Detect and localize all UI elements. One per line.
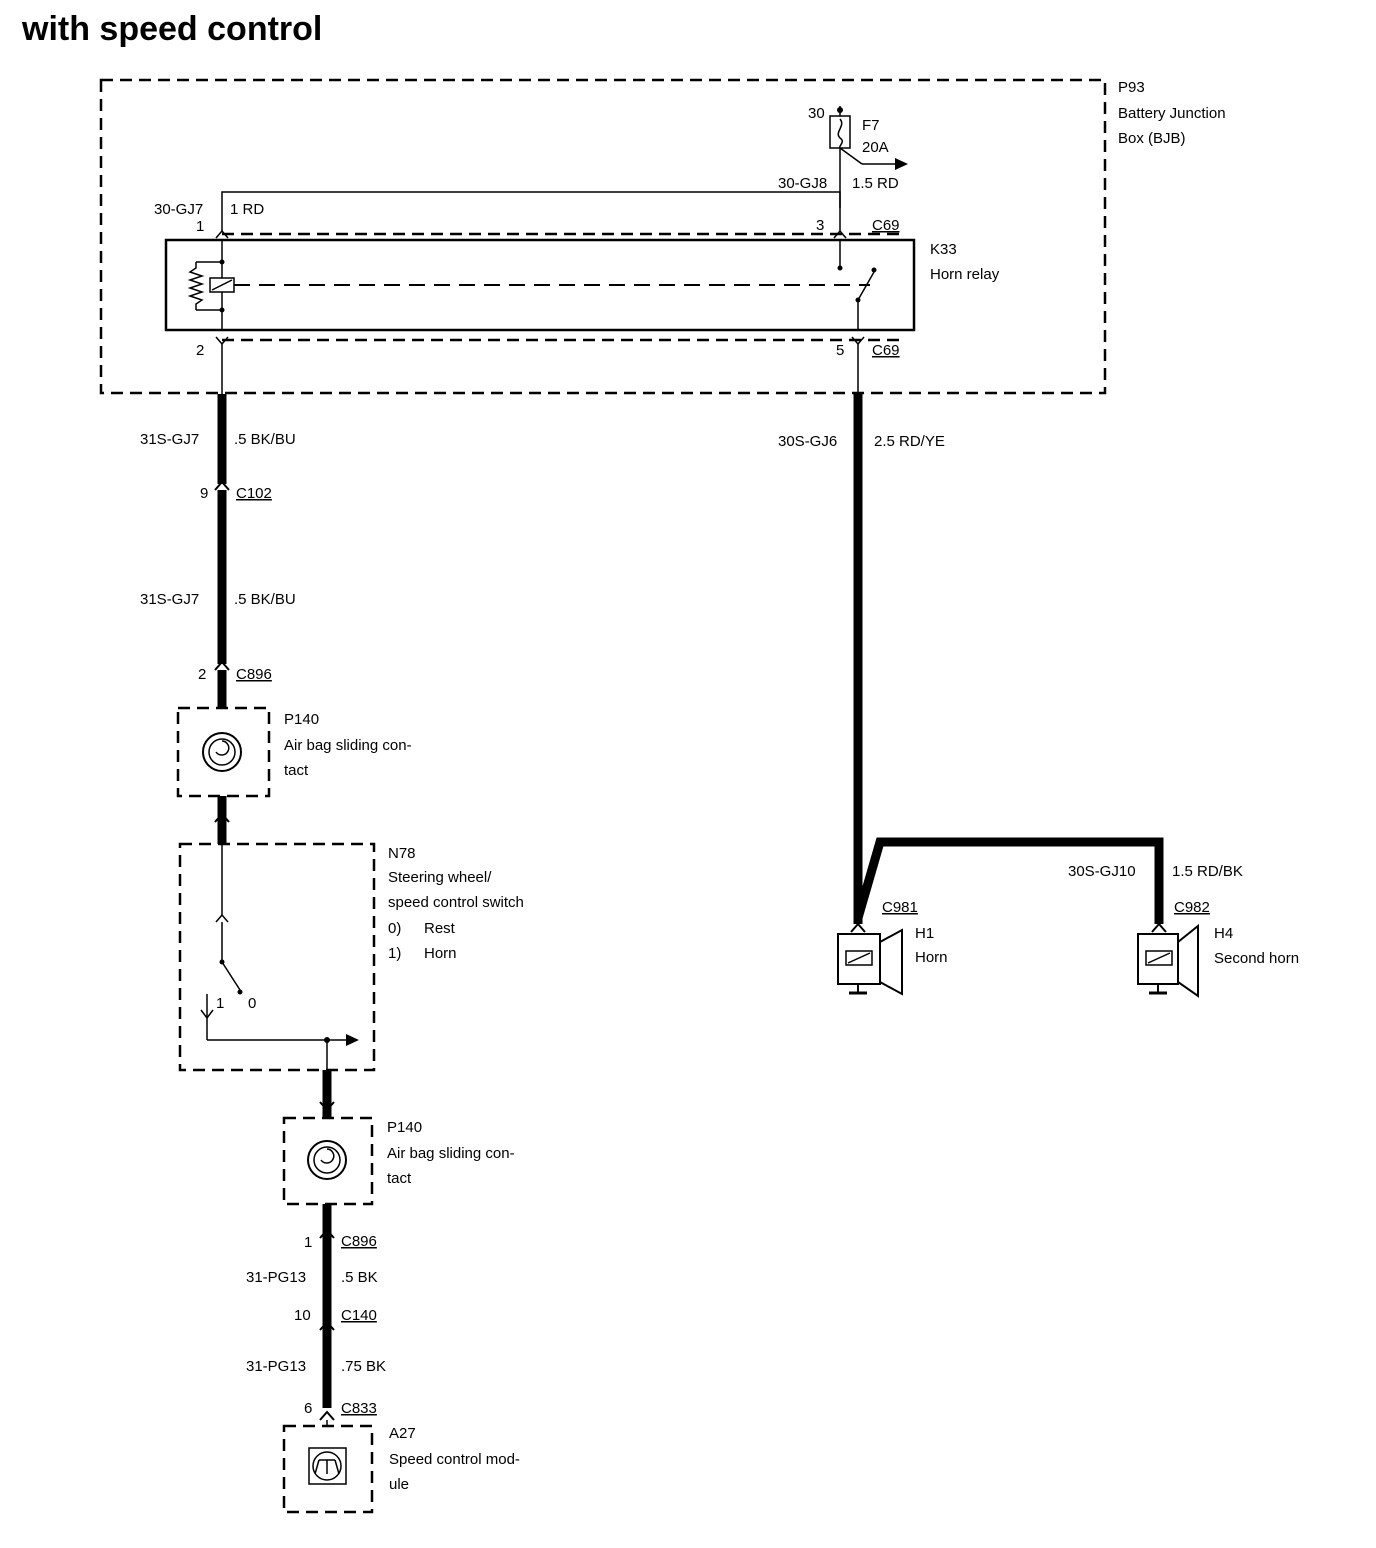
battery-junction-box: P93 Battery Junction Box (BJB): [99, 78, 1226, 395]
wire-30s-gj10: [853, 837, 1164, 924]
c982-label: C982: [1174, 899, 1210, 916]
wire-31s-gj7-id-upper: 31S-GJ7: [140, 431, 199, 448]
wire-gj6-id: 30S-GJ6: [778, 433, 837, 450]
wire-gj7-id: 30-GJ7: [154, 201, 203, 218]
n78-pos1-num: 1): [388, 945, 401, 962]
c140-terminal-icon: [319, 1320, 335, 1331]
p140-n78-terminal-icon: [214, 812, 230, 823]
c833-pin: 6: [304, 1400, 312, 1417]
switch-contact-0: 0: [248, 995, 256, 1012]
relay-conn-top: C69: [872, 217, 900, 234]
bjb-name-line2: Box (BJB): [1118, 130, 1186, 147]
relay-pin2: 2: [196, 342, 204, 359]
wire-gj10-id: 30S-GJ10: [1068, 863, 1136, 880]
a27-line1: Speed control mod-: [389, 1451, 520, 1468]
wire-pg13-spec-lower: .75 BK: [341, 1358, 386, 1375]
wire-gj8-spec: 1.5 RD: [852, 175, 899, 192]
h4-id: H4: [1214, 925, 1233, 942]
a27-id: A27: [389, 1425, 416, 1442]
wire-pg13-id-upper: 31-PG13: [246, 1269, 306, 1286]
n78-p140-terminal-icon: [319, 1101, 335, 1112]
c896b-terminal-icon: [319, 1228, 335, 1239]
wire-gj7-spec: 1 RD: [230, 201, 264, 218]
c833-label: C833: [341, 1400, 377, 1417]
p140-upper-line2: tact: [284, 762, 309, 779]
c896a-label: C896: [236, 666, 272, 683]
bjb-id: P93: [1118, 79, 1145, 96]
p140-lower-line2: tact: [387, 1170, 412, 1187]
wire-30-gj8-gj7: 30-GJ8 1.5 RD 30-GJ7 1 RD 1 3 C69: [154, 175, 900, 235]
wire-gj6-spec: 2.5 RD/YE: [874, 433, 945, 450]
c896b-pin: 1: [304, 1234, 312, 1251]
fuse-terminal: 30: [808, 105, 825, 122]
fuse-id: F7: [862, 117, 880, 134]
n78-pos0-num: 0): [388, 920, 401, 937]
page-title: with speed control: [21, 10, 322, 48]
horn-relay-k33: K33 Horn relay: [164, 238, 1000, 332]
c102-terminal-icon: [214, 480, 230, 491]
h4-name: Second horn: [1214, 950, 1299, 967]
c833-terminal-icon: [319, 1410, 335, 1421]
pin1-terminal-icon: [215, 229, 229, 239]
n78-line2: speed control switch: [388, 894, 524, 911]
horn-h4: C982 H4 Second horn: [1137, 899, 1299, 998]
c981-label: C981: [882, 899, 918, 916]
n78-line1: Steering wheel/: [388, 869, 492, 886]
h1-id: H1: [915, 925, 934, 942]
wire-31s-gj7-id-lower: 31S-GJ7: [140, 591, 199, 608]
c896a-pin: 2: [198, 666, 206, 683]
wire-31s-gj7-spec-lower: .5 BK/BU: [234, 591, 296, 608]
relay-conn-bottom: C69: [872, 342, 900, 359]
relay-pin5: 5: [836, 342, 844, 359]
airbag-sliding-contact-lower: P140 Air bag sliding con- tact: [282, 1116, 515, 1206]
relay-pin1: 1: [196, 218, 204, 235]
relay-name: Horn relay: [930, 266, 1000, 283]
c140-pin: 10: [294, 1307, 311, 1324]
c102-pin: 9: [200, 485, 208, 502]
relay-id: K33: [930, 241, 957, 258]
wire-31s-gj7-spec-upper: .5 BK/BU: [234, 431, 296, 448]
n78-pos1-label: Horn: [424, 945, 457, 962]
switch-contact-1: 1: [216, 995, 224, 1012]
fuse-rating: 20A: [862, 139, 889, 156]
n78-pos0-label: Rest: [424, 920, 456, 937]
fuse-f7: 30 F7 20A: [808, 105, 908, 208]
c140-label: C140: [341, 1307, 377, 1324]
c896b-label: C896: [341, 1233, 377, 1250]
wire-pg13-spec-upper: .5 BK: [341, 1269, 378, 1286]
pin3-terminal-icon: [833, 229, 847, 239]
c896a-terminal-icon: [214, 660, 230, 671]
wire-gj10-spec: 1.5 RD/BK: [1172, 863, 1243, 880]
n78-id: N78: [388, 845, 416, 862]
wire-pg13-id-lower: 31-PG13: [246, 1358, 306, 1375]
c102-label: C102: [236, 485, 272, 502]
h1-name: Horn: [915, 949, 948, 966]
p140-lower-id: P140: [387, 1119, 422, 1136]
horn-h1: C981 H1 Horn: [837, 899, 948, 996]
a27-line2: ule: [389, 1476, 409, 1493]
speed-control-module-a27: A27 Speed control mod- ule: [282, 1424, 520, 1514]
airbag-sliding-contact-upper: P140 Air bag sliding con- tact: [176, 706, 412, 798]
p140-upper-line1: Air bag sliding con-: [284, 737, 412, 754]
bjb-name-line1: Battery Junction: [1118, 105, 1226, 122]
wire-gj8-id: 30-GJ8: [778, 175, 827, 192]
p140-lower-line1: Air bag sliding con-: [387, 1145, 515, 1162]
relay-pin3: 3: [816, 217, 824, 234]
p140-upper-id: P140: [284, 711, 319, 728]
steering-wheel-switch-n78: 1 0 N78 Steering wheel/ speed control sw…: [178, 842, 524, 1072]
